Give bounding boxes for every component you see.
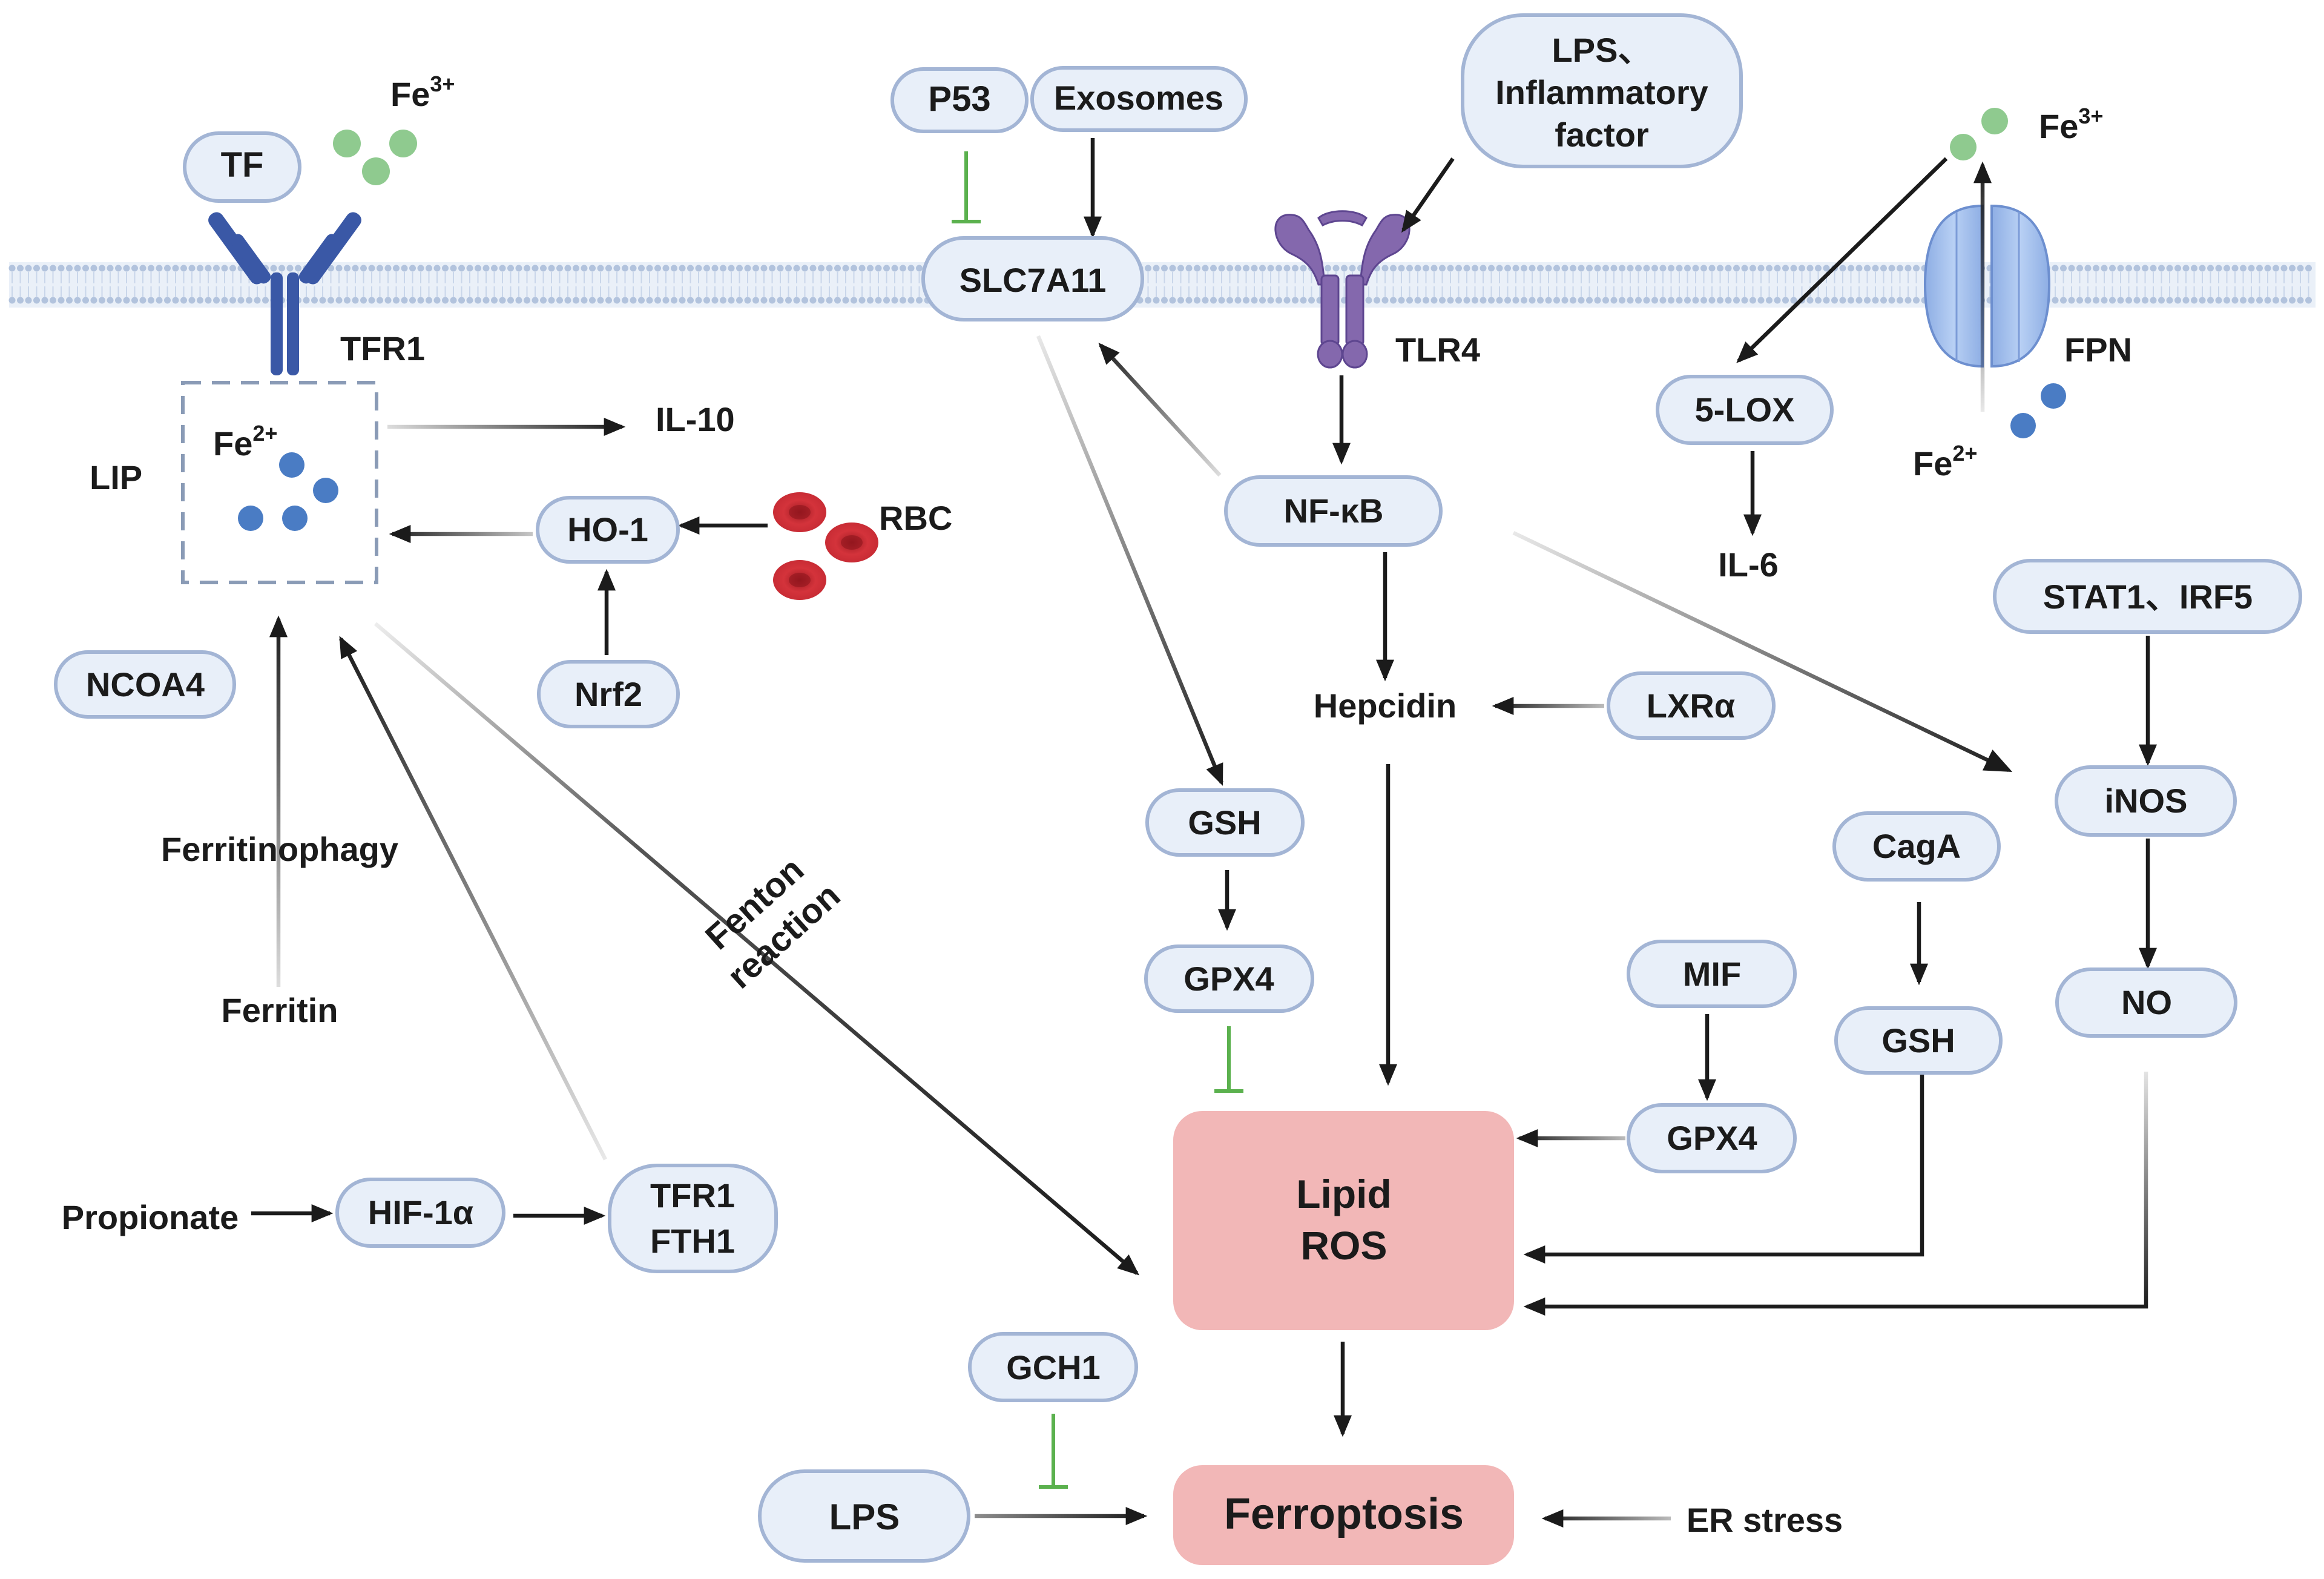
lip-label: LIP bbox=[90, 458, 142, 496]
svg-text:STAT1、IRF5: STAT1、IRF5 bbox=[2043, 578, 2253, 616]
pathway-edges bbox=[251, 138, 2158, 1528]
fe2-fpn-label: Fe2+ bbox=[1913, 441, 1977, 483]
ferroportin-channel-icon bbox=[1923, 204, 2051, 368]
edge-nfkb-inos bbox=[1512, 531, 2013, 772]
svg-text:GSH: GSH bbox=[1188, 803, 1261, 842]
svg-text:NCOA4: NCOA4 bbox=[86, 665, 205, 704]
node-gpx4-right: GPX4 bbox=[1627, 1103, 1797, 1173]
svg-text:CagA: CagA bbox=[1872, 827, 1961, 865]
fe3-left-label: Fe3+ bbox=[390, 71, 455, 113]
node-stat1-irf5: STAT1、IRF5 bbox=[1993, 559, 2302, 634]
ferritinophagy-label: Ferritinophagy bbox=[161, 830, 398, 868]
edge-nfkb-slc7a11 bbox=[1098, 343, 1222, 477]
edge-slc7a11-gsh bbox=[1036, 335, 1224, 786]
edge-no-lipidros bbox=[1523, 1072, 2148, 1316]
node-gpx4-left: GPX4 bbox=[1144, 944, 1314, 1013]
svg-text:FTH1: FTH1 bbox=[650, 1222, 735, 1260]
tlr4-receptor-icon bbox=[1274, 210, 1411, 369]
tlr4-label: TLR4 bbox=[1395, 331, 1480, 369]
edge-gsh-lipidros bbox=[1523, 1072, 1924, 1264]
node-lps: LPS bbox=[758, 1469, 970, 1563]
tfr1-receptor-icon bbox=[208, 212, 361, 375]
er-stress-label: ER stress bbox=[1687, 1501, 1843, 1539]
fpn-label: FPN bbox=[2064, 331, 2132, 369]
svg-text:HO-1: HO-1 bbox=[567, 510, 648, 549]
hepcidin-label: Hepcidin bbox=[1314, 687, 1457, 725]
node-caga: CagA bbox=[1832, 811, 2001, 882]
svg-text:GPX4: GPX4 bbox=[1667, 1119, 1757, 1157]
ferrous-iron-dot-icon bbox=[238, 383, 2066, 531]
svg-text:SLC7A11: SLC7A11 bbox=[960, 261, 1107, 299]
svg-text:LPS、: LPS、 bbox=[1552, 31, 1652, 69]
fe3-right-label: Fe3+ bbox=[2039, 104, 2103, 145]
edge-fenton-lipidros bbox=[374, 622, 1140, 1276]
svg-text:TF: TF bbox=[221, 145, 264, 185]
node-tfr1-fth1: TFR1 FTH1 bbox=[608, 1164, 778, 1273]
tfr1-label: TFR1 bbox=[340, 329, 425, 368]
edge-tfr1fth1-lip bbox=[339, 636, 607, 1161]
svg-text:5-LOX: 5-LOX bbox=[1695, 391, 1795, 429]
node-lxra: LXRα bbox=[1607, 671, 1776, 740]
fe2-lip-label: Fe2+ bbox=[213, 421, 277, 463]
node-exosomes: Exosomes bbox=[1030, 66, 1248, 132]
node-p53: P53 bbox=[890, 67, 1029, 133]
svg-text:Ferroptosis: Ferroptosis bbox=[1224, 1490, 1464, 1538]
svg-text:LPS: LPS bbox=[829, 1497, 900, 1537]
node-no: NO bbox=[2055, 968, 2237, 1038]
node-ferroptosis: Ferroptosis bbox=[1173, 1465, 1514, 1565]
node-ncoa4: NCOA4 bbox=[54, 650, 236, 719]
svg-text:Inflammatory: Inflammatory bbox=[1495, 73, 1708, 111]
svg-text:HIF-1α: HIF-1α bbox=[368, 1193, 473, 1231]
svg-text:factor: factor bbox=[1555, 116, 1649, 154]
svg-text:Nrf2: Nrf2 bbox=[574, 675, 642, 713]
edge-lps-tlr4 bbox=[1401, 157, 1455, 233]
node-inos: iNOS bbox=[2055, 765, 2237, 837]
node-gsh-left: GSH bbox=[1145, 788, 1305, 857]
ferritin-label: Ferritin bbox=[222, 991, 338, 1029]
node-gsh-right: GSH bbox=[1834, 1006, 2003, 1075]
node-5lox: 5-LOX bbox=[1656, 375, 1834, 445]
svg-text:NO: NO bbox=[2121, 983, 2172, 1021]
inhibit-gch1-ferroptosis bbox=[1039, 1414, 1068, 1489]
svg-text:GSH: GSH bbox=[1881, 1021, 1955, 1060]
il10-label: IL-10 bbox=[656, 400, 735, 438]
node-mif: MIF bbox=[1627, 940, 1797, 1008]
node-nrf2: Nrf2 bbox=[537, 660, 680, 728]
svg-text:iNOS: iNOS bbox=[2105, 782, 2188, 820]
node-nfkb: NF-κB bbox=[1224, 475, 1443, 547]
red-blood-cell-icon bbox=[773, 492, 878, 600]
node-tf: TF bbox=[183, 131, 301, 203]
node-lipid-ros: Lipid ROS bbox=[1173, 1111, 1514, 1330]
svg-text:GPX4: GPX4 bbox=[1183, 960, 1274, 998]
il6-label: IL-6 bbox=[1718, 546, 1779, 584]
svg-text:LXRα: LXRα bbox=[1647, 687, 1735, 725]
svg-text:P53: P53 bbox=[928, 79, 990, 119]
svg-text:ROS: ROS bbox=[1300, 1223, 1387, 1268]
node-slc7a11: SLC7A11 bbox=[921, 236, 1144, 321]
svg-text:TFR1: TFR1 bbox=[650, 1176, 735, 1215]
rbc-label: RBC bbox=[879, 499, 952, 537]
node-gch1: GCH1 bbox=[968, 1332, 1138, 1402]
propionate-label: Propionate bbox=[62, 1198, 239, 1236]
inhibit-p53-slc7a11 bbox=[952, 151, 981, 223]
ferric-iron-dot-icon bbox=[333, 108, 2008, 185]
svg-text:Exosomes: Exosomes bbox=[1054, 79, 1223, 117]
edge-fe3-5lox bbox=[1736, 157, 1948, 363]
node-ho1: HO-1 bbox=[536, 496, 680, 564]
svg-text:MIF: MIF bbox=[1683, 955, 1741, 993]
svg-text:Lipid: Lipid bbox=[1296, 1172, 1392, 1216]
node-lps-inflammatory: LPS、 Inflammatory factor bbox=[1461, 13, 1743, 168]
inhibit-gpx4-lipidros bbox=[1214, 1026, 1243, 1093]
node-hif1a: HIF-1α bbox=[335, 1178, 505, 1248]
fenton-reaction-label: Fenton reaction bbox=[698, 849, 848, 996]
lip-compartment bbox=[181, 381, 378, 584]
svg-text:GCH1: GCH1 bbox=[1006, 1348, 1101, 1386]
svg-text:NF-κB: NF-κB bbox=[1284, 492, 1384, 530]
